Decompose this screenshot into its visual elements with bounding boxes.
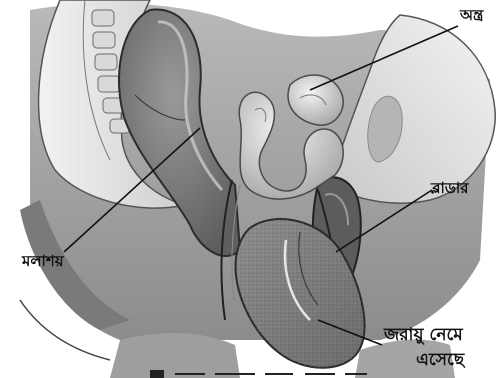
bladder-label: ব্লাডার bbox=[431, 181, 469, 196]
rectum-label: মলাশয় bbox=[22, 254, 64, 269]
intestine-label: অন্ত্র bbox=[460, 8, 483, 23]
uterus-label-line-2: এসেছে bbox=[416, 352, 464, 369]
uterus-label-line-1: জরায়ু নেমে bbox=[384, 327, 463, 344]
